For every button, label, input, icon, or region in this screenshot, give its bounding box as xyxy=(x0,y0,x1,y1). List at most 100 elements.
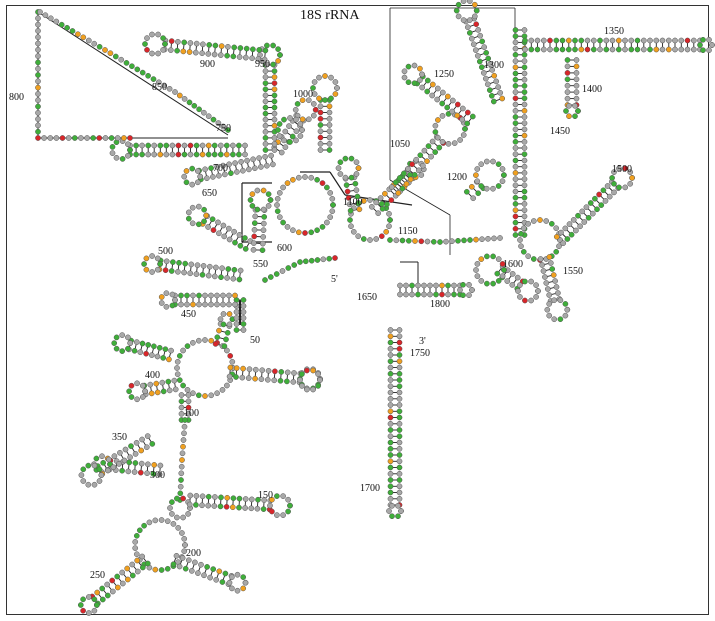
nucleotide xyxy=(521,145,528,151)
nucleotide xyxy=(85,37,92,44)
nucleotide xyxy=(445,282,451,289)
nucleotide xyxy=(180,495,186,502)
nucleotide xyxy=(226,161,232,168)
nucleotide xyxy=(137,349,144,356)
nucleotide xyxy=(360,236,367,242)
nucleotide xyxy=(399,237,406,244)
pos-label-850: 850 xyxy=(152,82,167,93)
nucleotide xyxy=(236,232,243,238)
nucleotide xyxy=(432,129,439,135)
nucleotide xyxy=(271,377,278,384)
nucleotide xyxy=(47,135,54,141)
nucleotide xyxy=(482,75,489,82)
nucleotide xyxy=(315,371,321,377)
nucleotide xyxy=(553,284,560,290)
nucleotide xyxy=(133,142,139,149)
nucleotide xyxy=(193,151,200,158)
nucleotide xyxy=(603,37,610,44)
nucleotide xyxy=(262,110,269,117)
nucleotide xyxy=(240,327,247,333)
nucleotide xyxy=(119,156,126,162)
nucleotide xyxy=(223,336,229,343)
nucleotide xyxy=(293,128,300,135)
nucleotide xyxy=(214,301,220,308)
nucleotide xyxy=(242,579,249,586)
nucleotide xyxy=(213,576,220,583)
nucleotide xyxy=(565,46,572,53)
nucleotide xyxy=(512,188,519,195)
nucleotide xyxy=(512,89,519,95)
nucleotide xyxy=(196,106,202,113)
nucleotide xyxy=(515,288,521,294)
nucleotide xyxy=(262,122,269,129)
nucleotide xyxy=(622,37,628,44)
nucleotide xyxy=(457,137,463,143)
pos-label-950: 950 xyxy=(255,59,270,70)
nucleotide xyxy=(387,464,394,471)
nucleotide xyxy=(428,153,434,160)
nucleotide xyxy=(237,242,244,249)
nucleotide xyxy=(174,365,180,371)
nucleotide xyxy=(512,101,519,108)
nucleotide xyxy=(484,81,491,88)
nucleotide xyxy=(509,282,516,288)
nucleotide xyxy=(139,382,146,389)
nucleotide xyxy=(396,495,403,502)
nucleotide xyxy=(512,145,519,151)
nucleotide xyxy=(183,179,190,186)
nucleotide xyxy=(396,370,403,377)
nucleotide xyxy=(396,427,403,433)
nucleotide xyxy=(187,270,194,277)
nucleotide xyxy=(563,108,569,114)
nucleotide xyxy=(293,137,299,144)
nucleotide xyxy=(397,291,403,298)
pos-label-1700: 1700 xyxy=(360,483,380,494)
nucleotide xyxy=(388,197,395,203)
nucleotide xyxy=(93,602,100,608)
nucleotide xyxy=(227,364,234,371)
nucleotide xyxy=(387,217,393,223)
nucleotide xyxy=(530,218,537,224)
nucleotide xyxy=(551,297,558,304)
nucleotide xyxy=(90,135,97,141)
nucleotide xyxy=(564,89,571,95)
nucleotide xyxy=(250,156,256,163)
nucleotide xyxy=(156,471,163,478)
nucleotide xyxy=(396,489,403,496)
nucleotide xyxy=(395,502,401,509)
nucleotide xyxy=(169,291,176,298)
nucleotide xyxy=(286,123,292,129)
nucleotide xyxy=(160,388,167,395)
nucleotide xyxy=(396,464,403,471)
nucleotide xyxy=(616,184,622,191)
nucleotide xyxy=(387,339,394,346)
nucleotide xyxy=(208,392,215,399)
nucleotide xyxy=(230,151,236,158)
nucleotide xyxy=(501,267,507,273)
nucleotide xyxy=(329,195,336,202)
nucleotide xyxy=(259,247,266,254)
nucleotide xyxy=(421,282,427,289)
nucleotide xyxy=(433,282,439,289)
nucleotide xyxy=(564,95,571,102)
nucleotide xyxy=(473,236,479,243)
nucleotide xyxy=(132,460,139,466)
nucleotide xyxy=(276,190,283,196)
nucleotide xyxy=(239,374,246,381)
nucleotide xyxy=(157,151,164,158)
nucleotide xyxy=(521,163,528,170)
nucleotide xyxy=(445,291,451,298)
nucleotide xyxy=(512,51,519,58)
nucleotide xyxy=(495,183,502,189)
nucleotide xyxy=(236,54,243,60)
nucleotide xyxy=(521,70,528,77)
nucleotide xyxy=(272,368,278,375)
nucleotide xyxy=(202,166,208,173)
nucleotide xyxy=(78,472,85,478)
nucleotide xyxy=(176,353,183,359)
nucleotide xyxy=(178,410,185,417)
nucleotide xyxy=(386,210,392,217)
nucleotide xyxy=(572,37,578,44)
nucleotide xyxy=(490,158,496,165)
nucleotide xyxy=(179,555,186,561)
